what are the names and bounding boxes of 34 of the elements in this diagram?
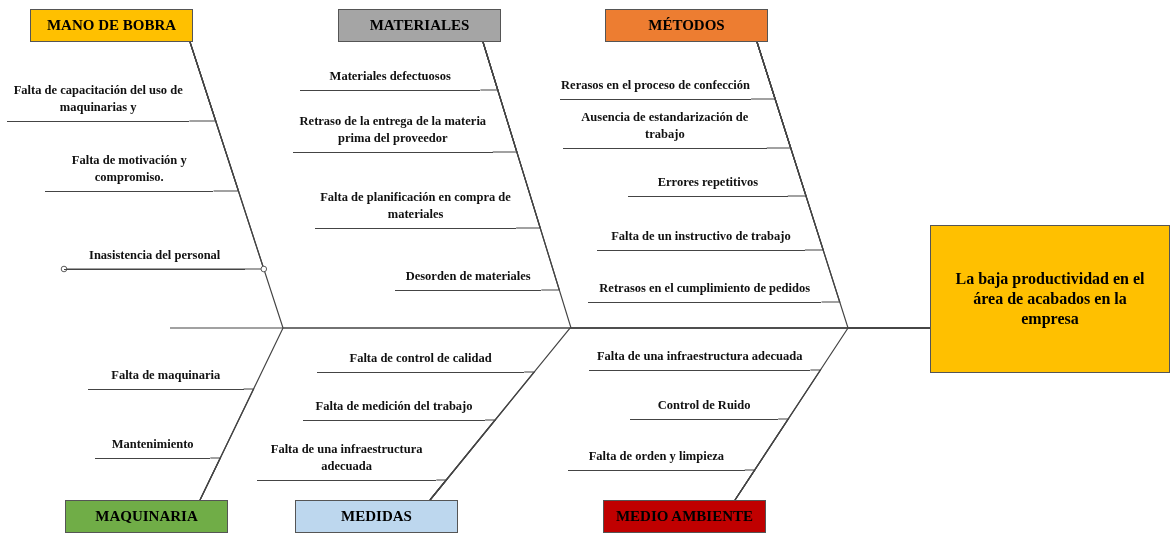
cause-label: Errores repetitivos (628, 170, 788, 197)
connector-line (756, 41, 841, 303)
cause-label: Falta de una infraestructura adecuada (589, 344, 811, 371)
category-box: MÉTODOS (605, 9, 768, 42)
cause-label: Falta de planificación en compra de materiales (315, 182, 517, 229)
cause-label: Retrasos en el cumplimiento de pedidos (588, 276, 822, 303)
cause-label: Falta de orden y limpieza (568, 444, 745, 471)
cause-label: Materiales defectuosos (300, 66, 481, 91)
cause-label: Desorden de materiales (395, 264, 542, 291)
category-box: MAQUINARIA (65, 500, 228, 533)
connector-line (199, 457, 222, 501)
cause-label: Control de Ruido (630, 393, 779, 420)
cause-label: Falta de medición del trabajo (303, 394, 486, 421)
effect-box: La baja productividad en el área de acabados en la empresa (930, 225, 1170, 373)
cause-label: Rerasos en el proceso de confección (560, 55, 752, 100)
category-box: MEDIDAS (295, 500, 458, 533)
connector-line (189, 41, 240, 192)
connector-line (60, 41, 267, 273)
cause-label: Ausencia de estandarización de trabajo (563, 104, 767, 149)
category-box: MEDIO AMBIENTE (603, 500, 766, 533)
cause-label: Inasistencia del personal (64, 243, 246, 270)
category-box: MANO DE BOBRA (30, 9, 193, 42)
cause-label: Falta de una infraestructura adecuada (257, 436, 437, 481)
cause-label: Falta de control de calidad (317, 346, 525, 373)
connector-line (482, 41, 561, 291)
cause-label: Falta de un instructivo de trabajo (597, 224, 805, 251)
cause-label: Falta de motivación y compromiso. (45, 145, 214, 192)
cause-label: Retraso de la entrega de la materia prima del proveedor (293, 106, 493, 153)
cause-label: Mantenimiento (95, 432, 211, 459)
cause-label: Falta de maquinaria (88, 363, 244, 390)
connector-line (734, 469, 756, 501)
category-box: MATERIALES (338, 9, 501, 42)
cause-label: Falta de capacitación del uso de maquinarias y (7, 71, 190, 122)
connector-line (429, 479, 448, 501)
